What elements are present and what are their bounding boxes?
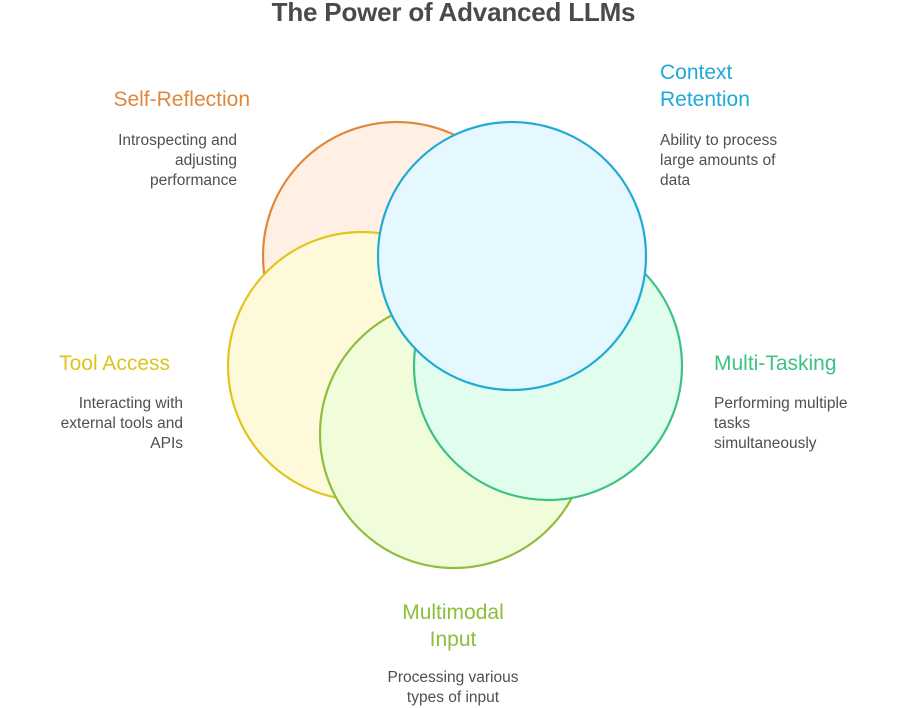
desc-line: adjusting <box>174 152 237 169</box>
label-line: Multimodal <box>402 601 504 624</box>
desc-line: large amounts of <box>660 152 776 169</box>
label-tool-access: Tool Access <box>0 350 170 377</box>
desc-line: simultaneously <box>714 435 817 452</box>
desc-line: Performing multiple <box>714 395 848 412</box>
desc-line: Ability to process <box>660 132 778 149</box>
desc-context-retention: Ability to process large amounts of data <box>660 131 860 191</box>
diagram-title: The Power of Advanced LLMs <box>271 0 636 27</box>
desc-line: Introspecting and <box>118 132 237 149</box>
desc-self-reflection: Introspecting and adjusting performance <box>40 131 237 191</box>
label-multimodal-input: Multimodal Input <box>338 599 568 653</box>
label-self-reflection: Self-Reflection <box>60 86 250 113</box>
desc-line: types of input <box>406 689 500 706</box>
desc-multi-tasking: Performing multiple tasks simultaneously <box>714 394 904 454</box>
label-tool-access-text: Tool Access <box>59 352 170 375</box>
desc-tool-access: Interacting with external tools and APIs <box>0 394 183 454</box>
circle-context-retention <box>376 120 648 392</box>
label-self-reflection-text: Self-Reflection <box>113 88 250 111</box>
label-line: Input <box>429 628 477 651</box>
desc-multimodal-input: Processing various types of input <box>338 668 568 708</box>
desc-line: APIs <box>150 435 183 452</box>
desc-line: performance <box>149 172 237 189</box>
label-line: Context <box>660 61 733 84</box>
label-context-retention: Context Retention <box>660 59 860 113</box>
label-line: Retention <box>660 88 750 111</box>
label-multi-tasking-text: Multi-Tasking <box>714 352 837 375</box>
desc-line: Processing various <box>387 669 519 686</box>
desc-line: data <box>660 172 691 189</box>
desc-line: Interacting with <box>78 395 183 412</box>
desc-line: tasks <box>714 415 751 432</box>
label-multi-tasking: Multi-Tasking <box>714 350 904 377</box>
desc-line: external tools and <box>60 415 183 432</box>
